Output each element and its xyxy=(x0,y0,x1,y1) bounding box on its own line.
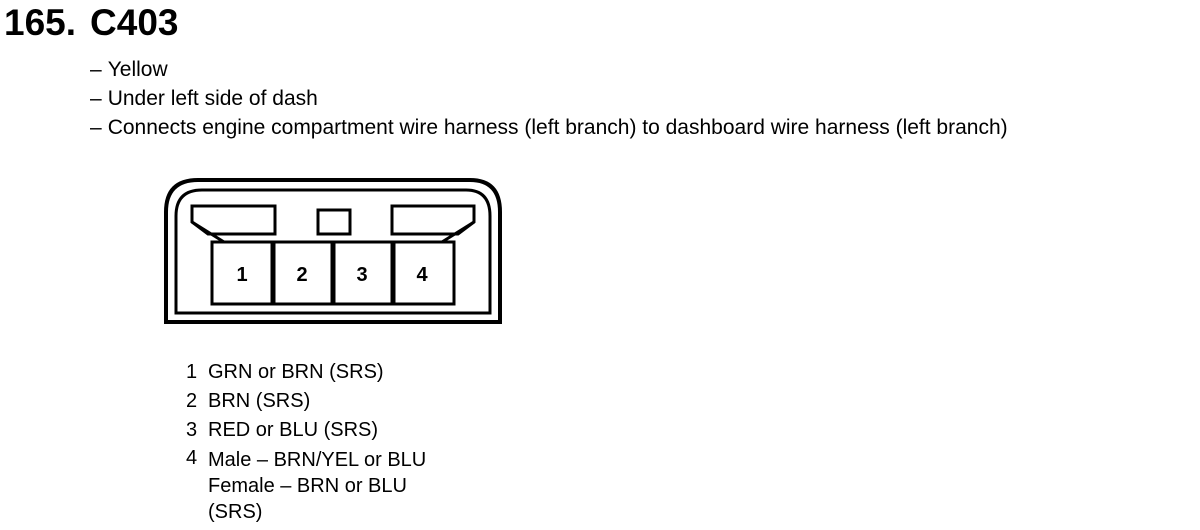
connector-housing-inner xyxy=(174,188,492,315)
terminal-label-3: 3 xyxy=(356,264,367,286)
connector-connection-item: –Connects engine compartment wire harnes… xyxy=(90,113,1008,142)
connector-housing-outer xyxy=(164,178,502,324)
terminal-label-4: 4 xyxy=(416,264,428,286)
pin-assignment-list: 1 GRN or BRN (SRS) 2 BRN (SRS) 3 RED or … xyxy=(186,358,426,525)
connector-location-item: –Under left side of dash xyxy=(90,84,1008,113)
connector-connection: Connects engine compartment wire harness… xyxy=(107,116,1008,139)
terminal-cavity-1 xyxy=(210,240,276,306)
bullet-dash: – xyxy=(90,116,102,139)
pin-item-3: 3 RED or BLU (SRS) xyxy=(186,416,426,445)
pin-wire-color: GRN or BRN (SRS) xyxy=(208,361,384,383)
connector-color-item: –Yellow xyxy=(90,55,1008,84)
pin-item-2: 2 BRN (SRS) xyxy=(186,387,426,416)
bullet-dash: – xyxy=(90,87,102,110)
connector-heading: 165. C403 xyxy=(4,0,178,46)
connector-index: 165. xyxy=(4,2,77,43)
center-key xyxy=(316,208,352,236)
left-latch xyxy=(190,204,277,236)
pin-wire-color: RED or BLU (SRS) xyxy=(208,419,379,441)
connector-code: C403 xyxy=(90,2,179,43)
connector-color: Yellow xyxy=(107,58,168,81)
terminal-cavity-3 xyxy=(330,240,396,306)
pin-wire-note: (SRS) xyxy=(208,501,263,523)
terminal-cavities xyxy=(210,240,456,306)
terminal-label-1: 1 xyxy=(236,264,247,286)
bullet-dash: – xyxy=(90,58,102,81)
connector-location: Under left side of dash xyxy=(107,87,318,110)
terminal-label-2: 2 xyxy=(296,264,307,286)
pin-wire-color-female: Female – BRN or BLU xyxy=(208,475,407,497)
pin-item-1: 1 GRN or BRN (SRS) xyxy=(186,358,426,387)
terminal-cavity-2 xyxy=(270,240,336,306)
pin-number: 3 xyxy=(186,419,198,441)
terminal-cavity-4 xyxy=(390,240,456,306)
pin-wire-color: BRN (SRS) xyxy=(208,390,311,412)
pin-number: 4 xyxy=(186,447,198,469)
pin-item-4: 4 Male – BRN/YEL or BLU Female – BRN or … xyxy=(186,445,426,525)
pin-number: 2 xyxy=(186,390,198,412)
connector-description-list: –Yellow –Under left side of dash –Connec… xyxy=(90,55,1008,142)
pin-wire-colors: Male – BRN/YEL or BLU Female – BRN or BL… xyxy=(208,447,426,525)
connector-face-diagram: 1 2 3 4 xyxy=(164,178,502,324)
pin-wire-color-male: Male – BRN/YEL or BLU xyxy=(208,449,427,471)
pin-number: 1 xyxy=(186,361,198,383)
